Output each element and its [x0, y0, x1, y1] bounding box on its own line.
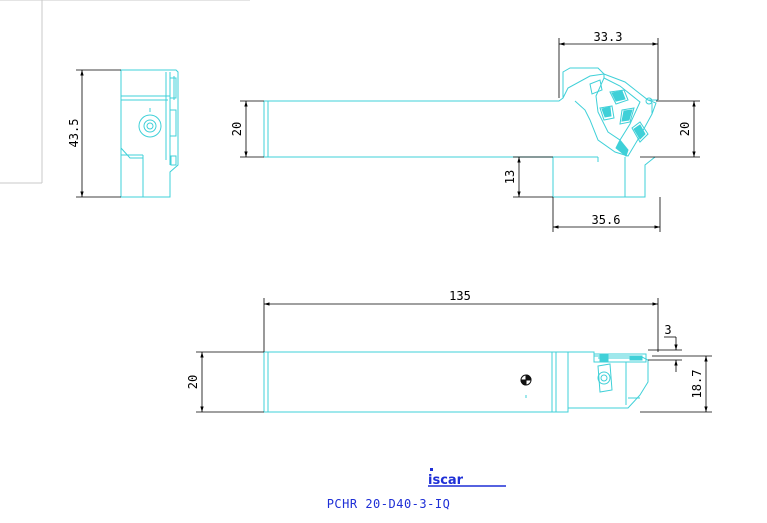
dim-insert-width: 3 — [664, 323, 671, 337]
dim-offset-13: 13 — [503, 170, 517, 184]
logo-text: iscar — [428, 473, 464, 488]
top-view: 20 33.3 20 13 35.6 — [230, 30, 700, 232]
dim-front-shank-height: 20 — [186, 375, 200, 389]
dim-side-height: 43.5 — [67, 119, 81, 148]
product-code: PCHR 20-D40-3-IQ — [326, 497, 451, 511]
dim-front-height-right: 18.7 — [690, 370, 704, 399]
dim-width-35-6: 35.6 — [592, 213, 621, 227]
brand-logo: iscar — [426, 466, 510, 488]
dim-top-shank-height: 20 — [230, 122, 244, 136]
dim-overall-length: 135 — [449, 289, 471, 303]
side-view: 43.5 — [67, 69, 179, 198]
dim-head-width: 33.3 — [594, 30, 623, 44]
frame-corner — [0, 0, 250, 184]
front-view: 135 20 3 18.7 — [186, 289, 712, 413]
center-mark-icon — [520, 374, 532, 398]
dim-head-height-right: 20 — [678, 122, 692, 136]
